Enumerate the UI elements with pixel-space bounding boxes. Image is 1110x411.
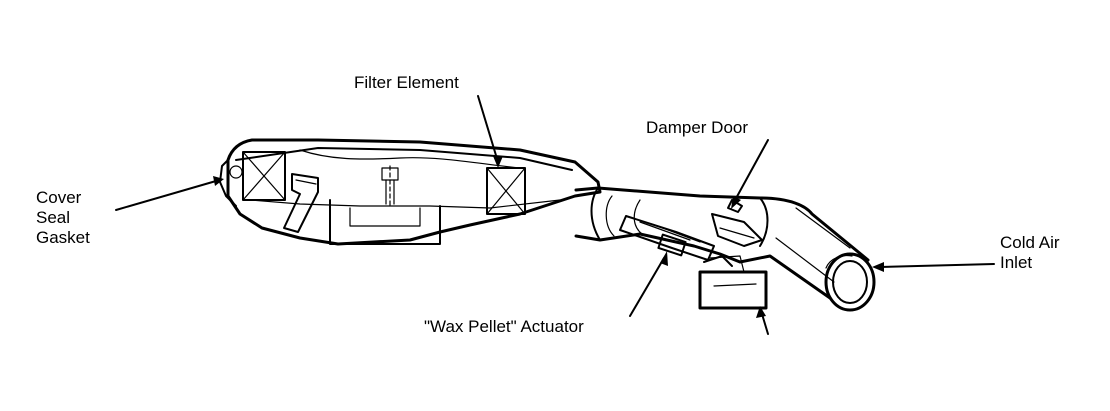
inlet-label-line: Inlet	[1000, 253, 1033, 272]
air-cleaner-housing	[219, 138, 602, 246]
seal-label-line: Seal	[36, 208, 71, 227]
snorkel-duct	[574, 186, 876, 312]
cover-label-line: Cover	[36, 188, 82, 207]
filter-element-label: Filter Element	[354, 73, 459, 92]
cover-seal-gasket-label: Cover Seal Gasket	[36, 188, 90, 248]
cold-air-inlet-label: Cold Air Inlet	[1000, 233, 1060, 273]
cold-air-label-line: Cold Air	[1000, 233, 1060, 252]
leader-lines	[115, 95, 995, 335]
gasket-label-line: Gasket	[36, 228, 90, 247]
actuator-assembly	[619, 199, 768, 310]
wax-pellet-actuator-label: "Wax Pellet" Actuator	[424, 317, 584, 336]
damper-door-label: Damper Door	[646, 118, 749, 137]
